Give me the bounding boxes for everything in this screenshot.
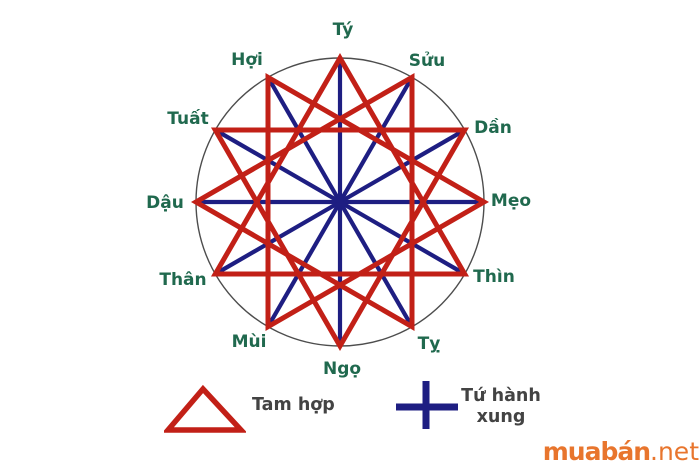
tam-hop-legend-label: Tam hợp [252, 395, 335, 415]
tam-hop-triangle [210, 52, 470, 277]
tam-hop-triangle [190, 72, 415, 332]
zodiac-label-rooster: Dậu [146, 193, 184, 213]
tam-hop-triangle-icon [164, 384, 246, 433]
zodiac-label-snake: Tỵ [417, 334, 441, 354]
zodiac-label-ox: Sửu [408, 51, 446, 71]
logo-text-bold: muabán [542, 437, 651, 466]
tam-hop-triangle [210, 127, 470, 352]
zodiac-label-monkey: Thân [159, 270, 207, 290]
tu-hanh-xung-legend-label: Tứ hành xung [461, 386, 541, 427]
muaban-net-logo: muabán.net [543, 437, 699, 466]
zodiac-label-horse: Ngọ [322, 359, 362, 379]
zodiac-label-tiger: Dần [474, 118, 512, 138]
tam-hop-triangle [265, 72, 490, 332]
legend: Tam hợp Tứ hành xung [0, 376, 700, 436]
zodiac-label-dragon: Thìn [473, 267, 515, 287]
tu-hanh-xung-line [266, 76, 414, 328]
zodiac-label-rat: Tý [332, 20, 354, 40]
zodiac-label-goat: Mùi [231, 332, 267, 352]
zodiac-label-dog: Tuất [167, 109, 209, 129]
zodiac-label-cat: Mẹo [490, 191, 532, 211]
logo-text-suffix: .net [650, 437, 699, 466]
tu-hanh-xung-cross-icon [396, 381, 458, 429]
zodiac-label-pig: Hợi [231, 50, 263, 70]
